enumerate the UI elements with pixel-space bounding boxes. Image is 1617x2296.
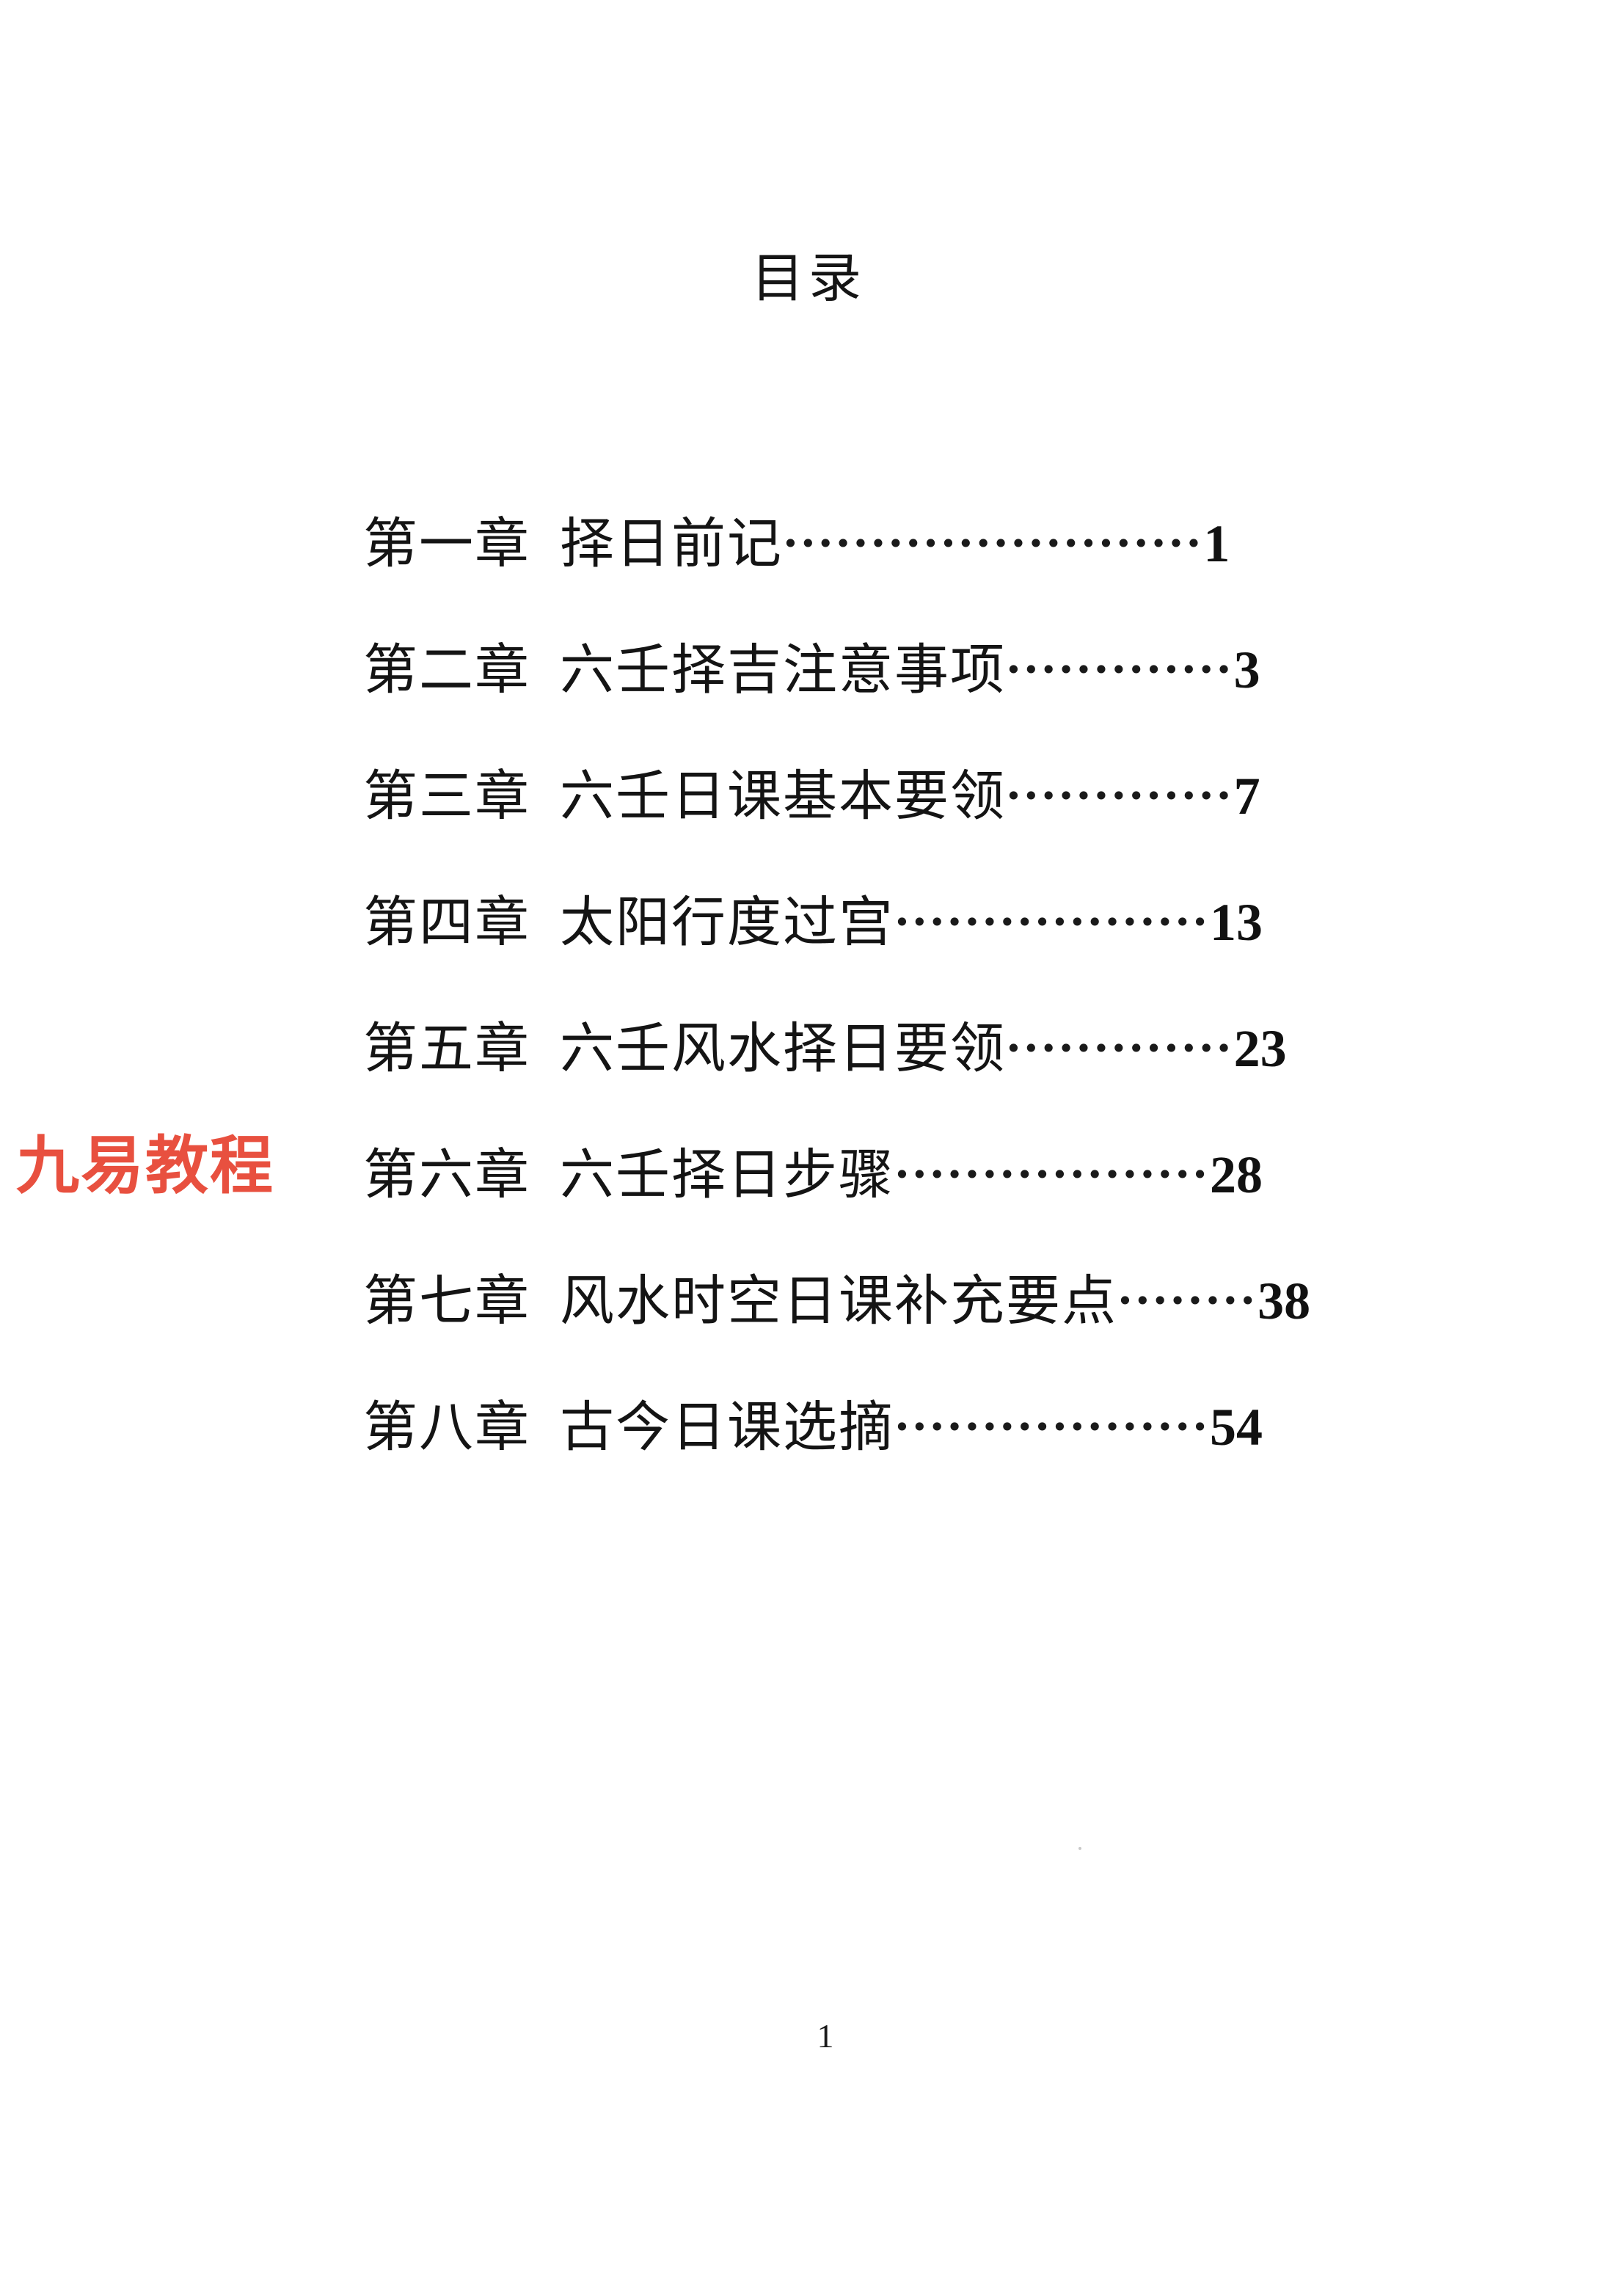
chapter-label: 第七章: [363, 1269, 530, 1333]
chapter-label: 第八章: [363, 1396, 530, 1459]
dot-leader: ··················: [894, 1149, 1210, 1200]
chapter-label: 第六章: [363, 1143, 530, 1206]
toc-entry-2[interactable]: 第二章 六壬择吉注意事项 ············· 3: [363, 607, 1390, 733]
chapter-page-number: 54: [1210, 1398, 1263, 1457]
dot-leader: ·············: [1006, 644, 1234, 696]
chapter-page-number: 13: [1210, 893, 1263, 952]
chapter-page-number: 28: [1210, 1145, 1263, 1204]
toc-entry-3[interactable]: 第三章 六壬日课基本要领 ············· 7: [363, 733, 1390, 859]
watermark-text: 九易教程: [16, 1129, 274, 1203]
chapter-page-number: 23: [1233, 1019, 1287, 1078]
toc-entry-8[interactable]: 第八章 古今日课选摘 ·················· 54: [363, 1364, 1390, 1490]
toc-entry-6[interactable]: 第六章 六壬择日步骤 ·················· 28: [363, 1112, 1390, 1238]
chapter-title: 择日前记: [560, 512, 783, 575]
dot-leader: ········: [1117, 1275, 1258, 1327]
chapter-title: 风水时空日课补充要点: [560, 1269, 1117, 1333]
chapter-label: 第四章: [363, 891, 530, 954]
chapter-label: 第一章: [363, 512, 530, 575]
page-title: 目录: [751, 247, 866, 309]
dot-leader: ························: [783, 518, 1204, 569]
chapter-title: 六壬择日步骤: [560, 1143, 894, 1206]
chapter-title: 太阳行度过宫: [560, 891, 894, 954]
page-number: 1: [817, 2017, 834, 2055]
chapter-label: 第二章: [363, 638, 530, 701]
dot-leader: ··················: [894, 1402, 1210, 1453]
dot-leader: ·············: [1006, 1023, 1234, 1074]
chapter-title: 六壬日课基本要领: [560, 765, 1006, 828]
chapter-title: 六壬风水择日要领: [560, 1017, 1006, 1080]
dot-leader: ·············: [1006, 770, 1234, 822]
chapter-page-number: 7: [1233, 767, 1260, 826]
chapter-title: 古今日课选摘: [560, 1396, 894, 1459]
chapter-label: 第三章: [363, 765, 530, 828]
toc-entry-1[interactable]: 第一章 择日前记 ························ 1: [363, 481, 1390, 607]
chapter-title: 六壬择吉注意事项: [560, 638, 1006, 701]
chapter-page-number: 3: [1233, 641, 1260, 699]
chapter-page-number: 1: [1203, 514, 1230, 573]
toc-entry-7[interactable]: 第七章 风水时空日课补充要点 ········ 38: [363, 1238, 1390, 1364]
chapter-label: 第五章: [363, 1017, 530, 1080]
chapter-page-number: 38: [1258, 1272, 1311, 1330]
scan-speck: [1078, 1847, 1081, 1850]
table-of-contents: 第一章 择日前记 ························ 1 第二章 …: [363, 481, 1390, 1490]
toc-entry-5[interactable]: 第五章 六壬风水择日要领 ············· 23: [363, 985, 1390, 1112]
toc-entry-4[interactable]: 第四章 太阳行度过宫 ·················· 13: [363, 859, 1390, 985]
dot-leader: ··················: [894, 897, 1210, 948]
